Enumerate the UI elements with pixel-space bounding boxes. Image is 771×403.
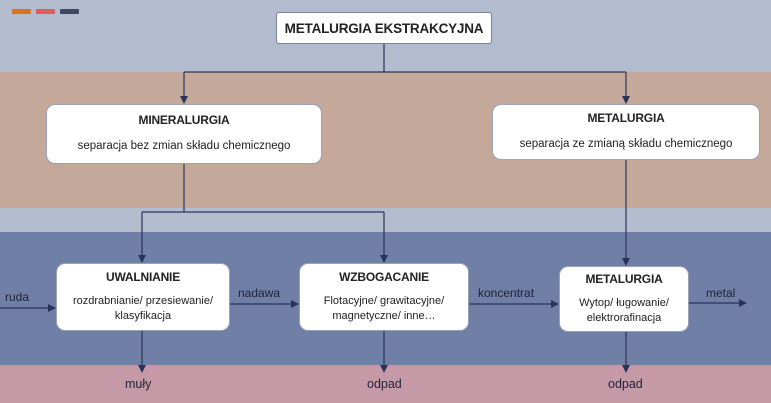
- metalurgia-top-box: METALURGIA separacja ze zmianą składu ch…: [492, 104, 760, 160]
- metalurgia-bottom-box: METALURGIA Wytop/ ługowanie/ elektrorafi…: [559, 266, 689, 332]
- accent-dot-red: [36, 9, 55, 14]
- uwalnianie-subtitle-line1: rozdrabnianie/ przesiewanie/: [72, 295, 214, 308]
- metalurgia-top-subtitle: separacja ze zmianą składu chemicznego: [519, 138, 733, 151]
- waste-label-muly: muły: [125, 377, 152, 391]
- accent-dot-orange: [12, 9, 31, 14]
- accent-dot-navy: [60, 9, 79, 14]
- uwalnianie-subtitle-line2: klasyfikacja: [114, 310, 172, 322]
- flow-label-koncentrat: koncentrat: [478, 286, 535, 300]
- wzbogacanie-title: WZBOGACANIE: [339, 270, 429, 285]
- mineralurgia-title: MINERALURGIA: [138, 113, 230, 128]
- metalurgia-bottom-title: METALURGIA: [585, 272, 663, 287]
- flow-label-ruda: ruda: [5, 290, 30, 304]
- waste-label-odpad-metalurgia: odpad: [608, 377, 643, 391]
- wzbogacanie-subtitle-line1: Flotacyjne/ grawitacyjne/: [323, 295, 445, 308]
- metalurgia-top-title: METALURGIA: [587, 111, 665, 126]
- wzbogacanie-subtitle: Flotacyjne/ grawitacyjne/ magnetyczne/ i…: [324, 294, 444, 324]
- flow-label-metal: metal: [706, 286, 736, 300]
- mineralurgia-box: MINERALURGIA separacja bez zmian składu …: [46, 104, 322, 164]
- mineralurgia-subtitle: separacja bez zmian składu chemicznego: [77, 140, 291, 153]
- flow-label-nadawa: nadawa: [238, 286, 281, 300]
- page-title: METALURGIA EKSTRAKCYJNA: [284, 20, 484, 36]
- metalurgia-bottom-subtitle-line1: Wytop/ ługowanie/: [579, 297, 669, 310]
- uwalnianie-box: UWALNIANIE rozdrabnianie/ przesiewanie/ …: [56, 263, 230, 331]
- wzbogacanie-subtitle-line2: magnetyczne/ inne…: [332, 310, 436, 322]
- metalurgia-bottom-subtitle: Wytop/ ługowanie/ elektrorafinacja: [579, 296, 669, 326]
- background-band-gap: [0, 208, 771, 232]
- metalurgia-bottom-subtitle-line2: elektrorafinacja: [586, 312, 662, 324]
- wzbogacanie-box: WZBOGACANIE Flotacyjne/ grawitacyjne/ ma…: [299, 263, 469, 331]
- accent-dots: [12, 9, 79, 14]
- uwalnianie-subtitle: rozdrabnianie/ przesiewanie/ klasyfikacj…: [73, 294, 213, 324]
- waste-label-odpad-wzbogacanie: odpad: [367, 377, 402, 391]
- uwalnianie-title: UWALNIANIE: [106, 270, 180, 285]
- title-box: METALURGIA EKSTRAKCYJNA: [276, 12, 492, 44]
